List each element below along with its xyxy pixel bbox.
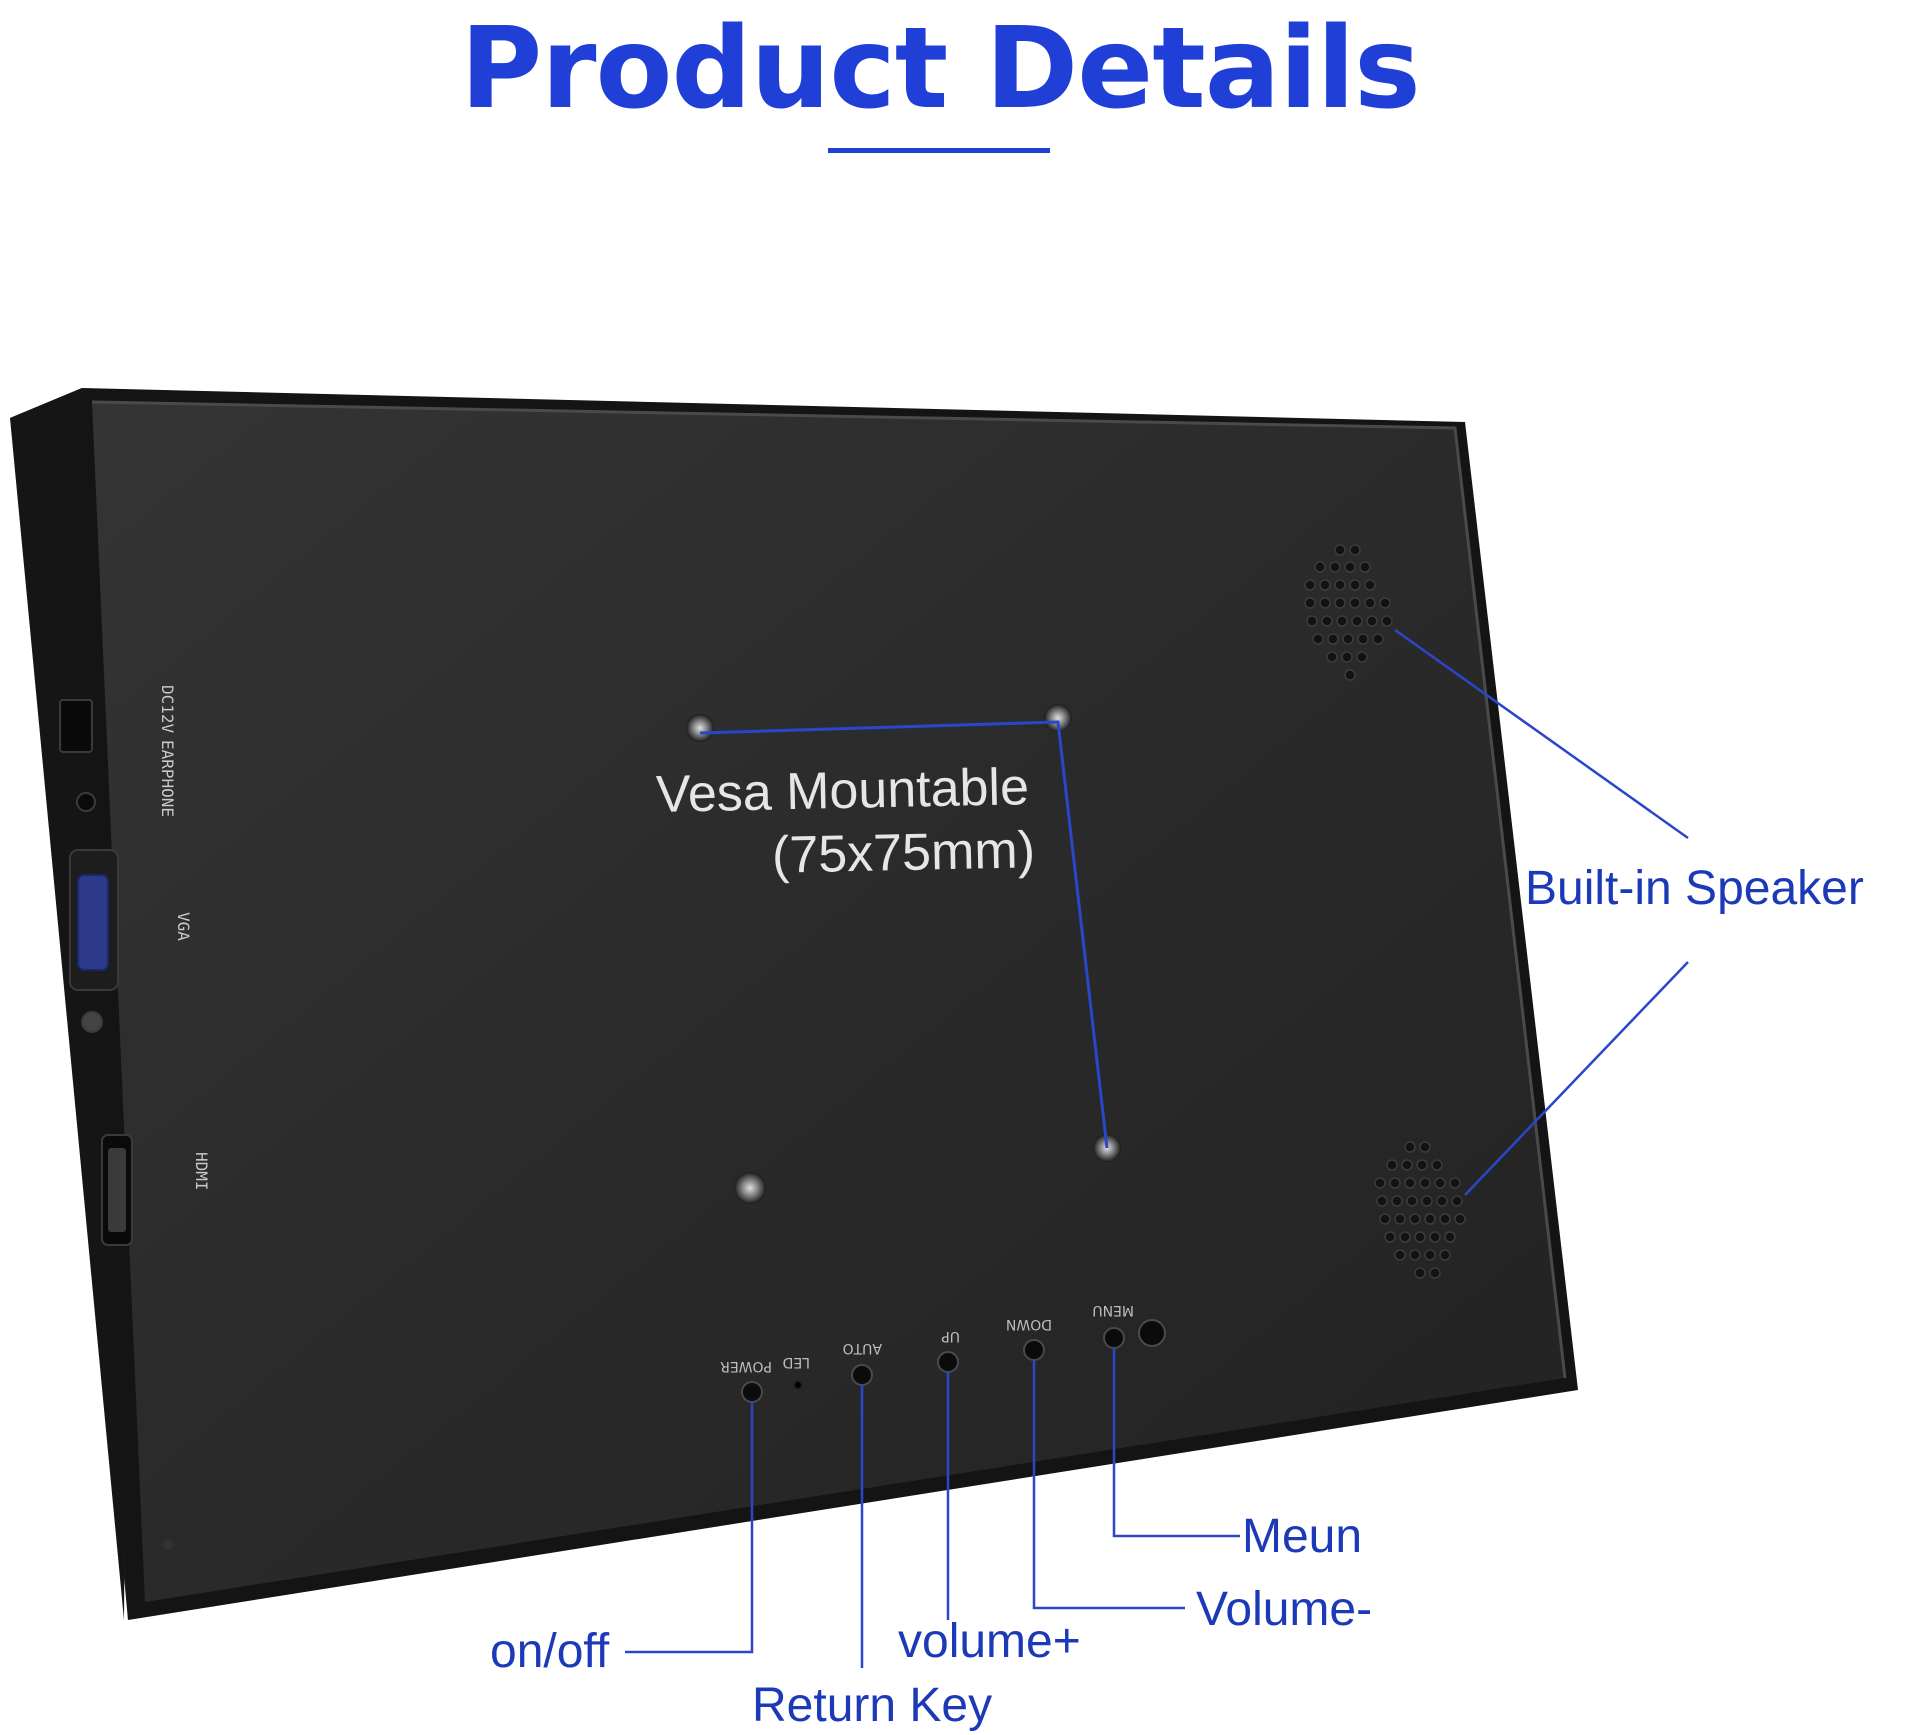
callout-leader-lines [625,628,1689,1668]
speaker-leader-top [1394,628,1689,840]
menu-marking: MENU [1092,1302,1134,1318]
side-ports [59,699,133,1246]
up-marking: UP [941,1328,960,1344]
vesa-leader-lines [699,720,1109,1149]
earphone-port [76,792,96,812]
speaker-grille-bottom [1374,1141,1466,1279]
vesa-screw-top-right [1044,704,1072,732]
down-marking: DOWN [1006,1316,1052,1332]
control-buttons [741,1319,1166,1403]
menu-button [1103,1327,1125,1349]
vesa-size-label: (75x75mm) [771,821,1036,885]
return-key-callout-label: Return Key [752,1679,993,1732]
led-indicator [793,1380,803,1390]
dc-power-port [59,699,93,753]
volume-up-callout-label: volume+ [898,1615,1081,1668]
auto-marking: AUTO [843,1340,882,1356]
on-off-callout-label: on/off [490,1625,610,1678]
power-button [741,1381,763,1403]
up-button [937,1351,959,1373]
speaker-grille-top [1304,544,1393,681]
volume-down-leader [1032,1360,1185,1610]
power-marking: POWER [720,1358,772,1374]
down-button [1023,1339,1045,1361]
side-screw [163,1540,173,1550]
led-marking: LED [783,1354,810,1370]
vesa-screw-top-left [686,714,714,742]
power-leader [625,1402,754,1654]
vesa-mountable-label: Vesa Mountable [655,758,1030,824]
hdmi-label: HDMI [192,1152,211,1191]
auto-button [851,1364,873,1386]
side-port-labels: DC12V EARPHONE VGA HDMI [158,685,211,1191]
menu-callout-label: Meun [1242,1510,1363,1563]
menu-leader [1112,1348,1240,1538]
volume-down-callout-label: Volume- [1196,1583,1373,1636]
page-title: Product Details [460,4,1421,134]
monitor-back-panel [92,402,1565,1602]
title-underline [828,148,1050,153]
vesa-screw-bottom-left [734,1172,766,1204]
dc12v-label: DC12V [158,685,177,734]
button-markings: POWER LED AUTO UP DOWN MENU [720,1302,1134,1374]
speaker-leader-bottom [1464,961,1689,1196]
built-in-speaker-label: Built-in Speaker [1525,862,1864,915]
ir-sensor [1138,1319,1166,1347]
vga-label: VGA [174,912,193,941]
earphone-label: EARPHONE [158,740,177,817]
